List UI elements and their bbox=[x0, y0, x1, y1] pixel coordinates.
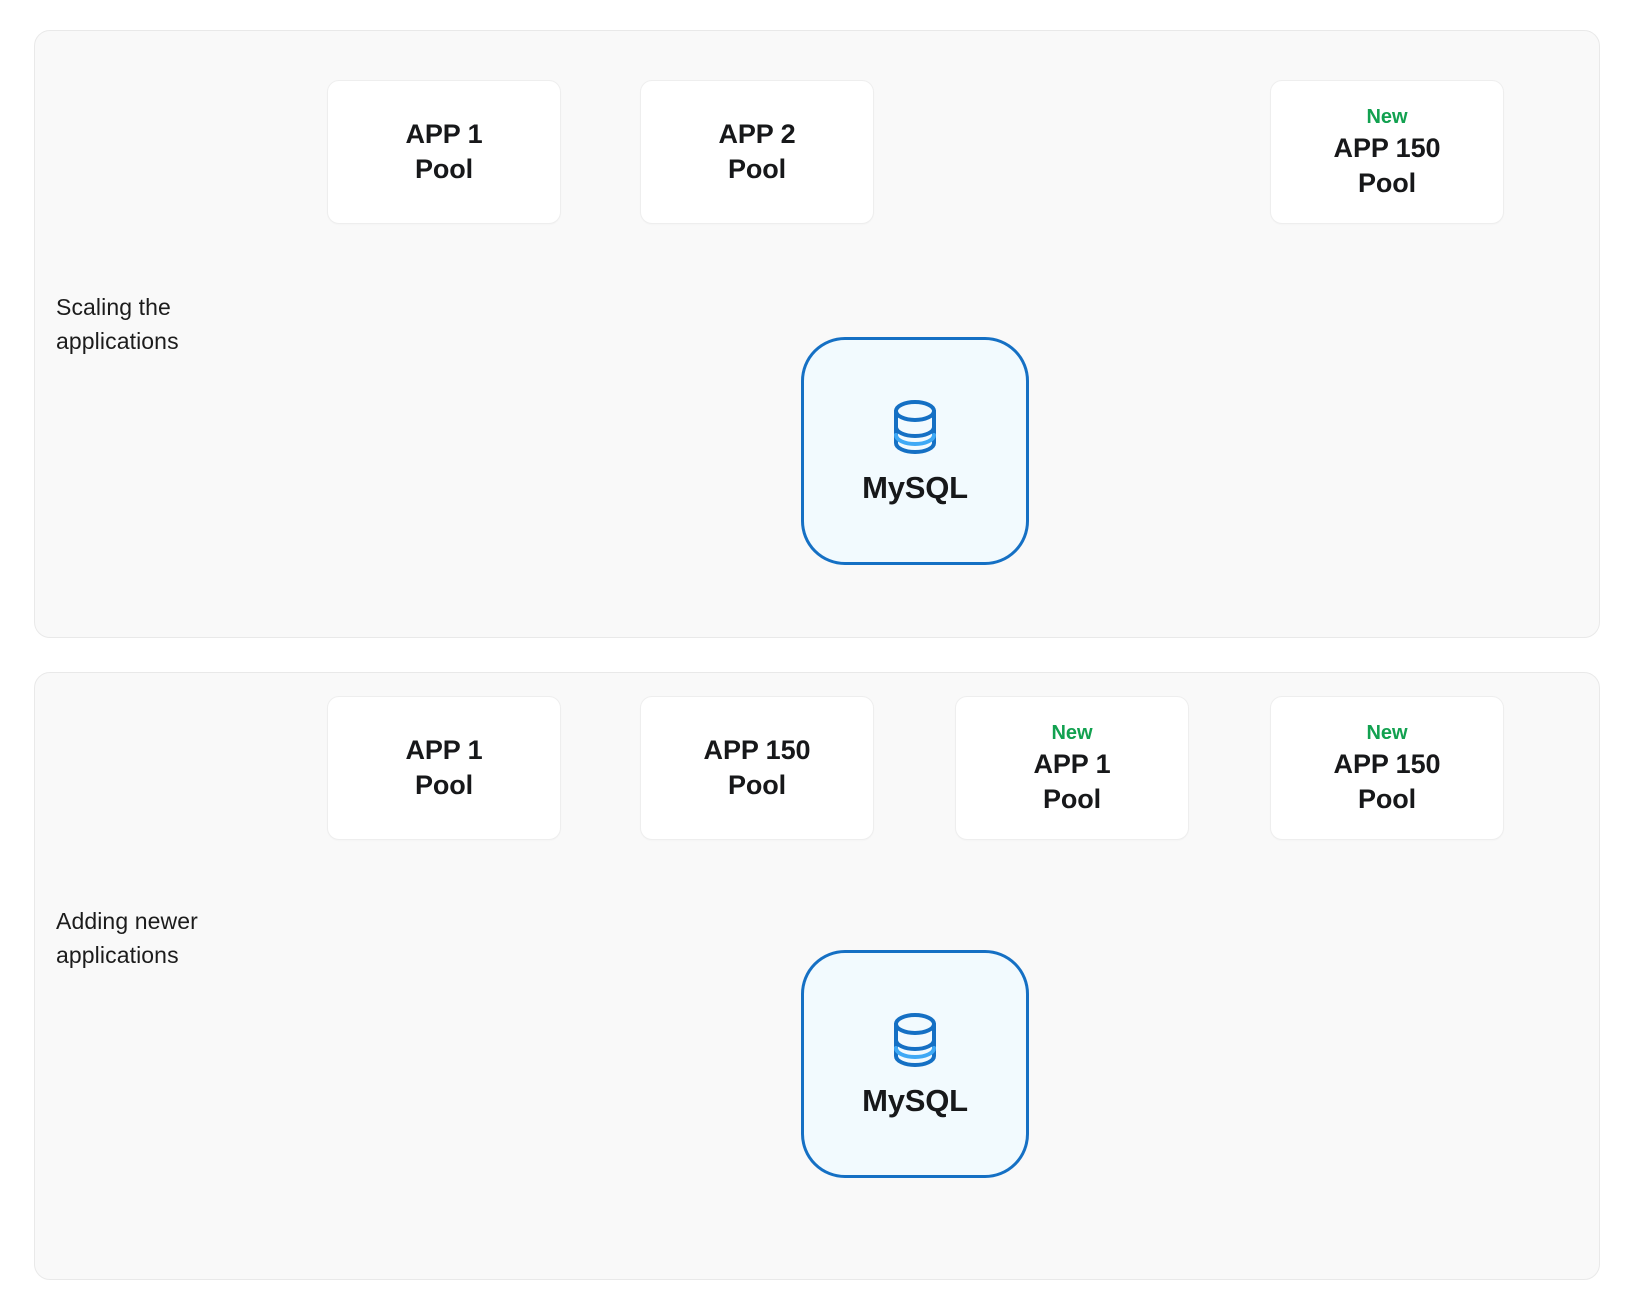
panel-label-scaling: Scaling the applications bbox=[56, 294, 179, 354]
app-box-app-2-pool-top[interactable]: APP 2 Pool bbox=[640, 80, 874, 224]
app-box-title: APP 150 Pool bbox=[1333, 132, 1441, 198]
panel-label-adding: Adding newer applications bbox=[56, 908, 198, 968]
database-label: MySQL bbox=[862, 1082, 968, 1118]
new-badge: New bbox=[1366, 105, 1408, 128]
app-box-app-1-pool-bottom[interactable]: APP 1 Pool bbox=[327, 696, 561, 840]
app-box-title: APP 150 Pool bbox=[1333, 748, 1441, 814]
database-icon bbox=[887, 397, 943, 462]
app-box-title: APP 1 Pool bbox=[405, 735, 483, 800]
app-box-app-150-pool-bottom[interactable]: APP 150 Pool bbox=[640, 696, 874, 840]
database-label: MySQL bbox=[862, 469, 968, 505]
app-box-title: APP 150 Pool bbox=[703, 735, 811, 800]
app-box-new-app-1-pool-bottom[interactable]: New APP 1 Pool bbox=[955, 696, 1189, 840]
database-node-mysql-bottom[interactable]: MySQL bbox=[801, 950, 1029, 1178]
new-badge: New bbox=[1051, 721, 1093, 744]
app-box-title: APP 2 Pool bbox=[718, 119, 796, 184]
app-box-title: APP 1 Pool bbox=[405, 119, 483, 184]
app-box-app-150-pool-top[interactable]: New APP 150 Pool bbox=[1270, 80, 1504, 224]
app-box-title: APP 1 Pool bbox=[1033, 748, 1111, 814]
app-box-new-app-150-pool-bottom[interactable]: New APP 150 Pool bbox=[1270, 696, 1504, 840]
database-icon bbox=[887, 1010, 943, 1075]
app-box-app-1-pool-top[interactable]: APP 1 Pool bbox=[327, 80, 561, 224]
database-node-mysql-top[interactable]: MySQL bbox=[801, 337, 1029, 565]
new-badge: New bbox=[1366, 721, 1408, 744]
